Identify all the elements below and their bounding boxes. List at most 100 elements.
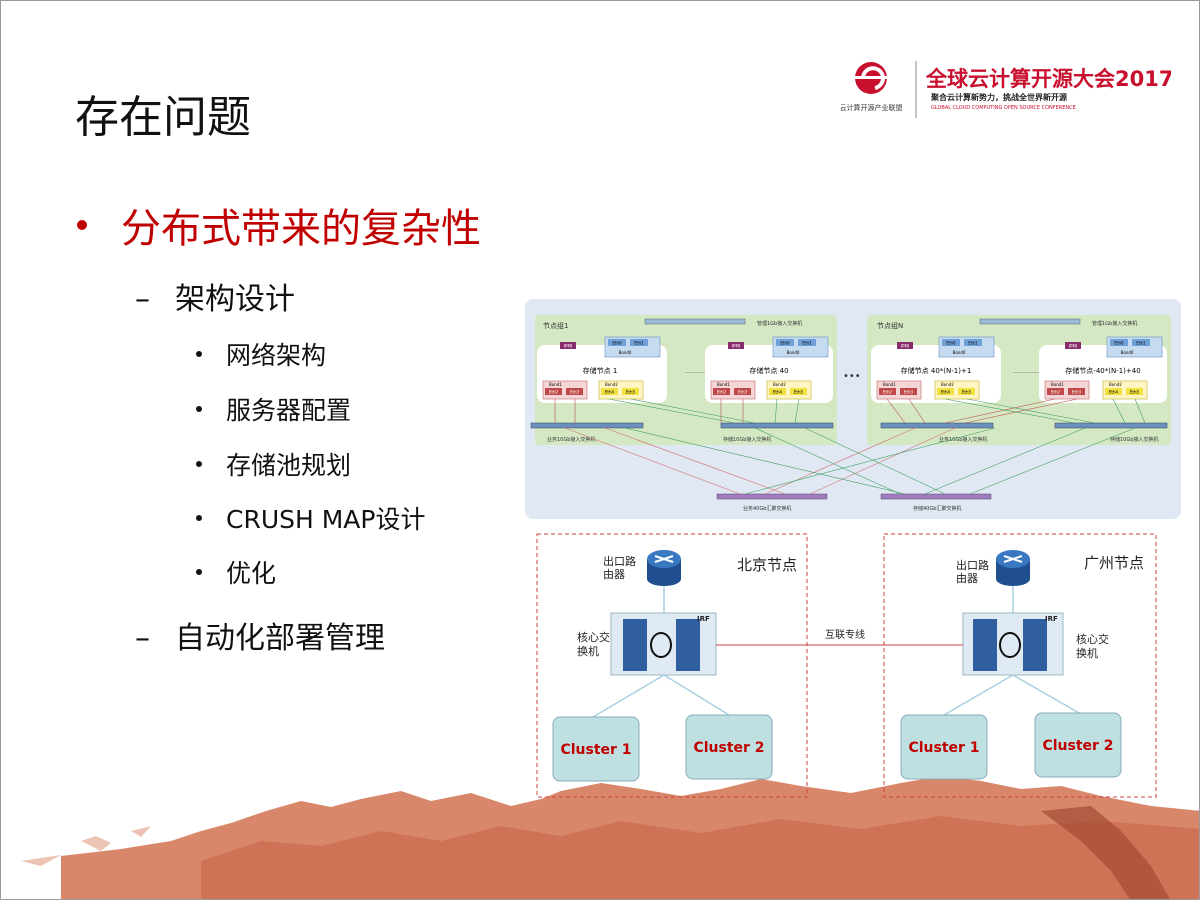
beijing-site-box [536, 533, 808, 798]
router-icon [647, 550, 681, 586]
business-access-switch-icon [530, 422, 644, 429]
svg-text:Bond0: Bond0 [787, 350, 800, 355]
core-switch-icon: IRF [962, 612, 1064, 676]
business-aggregation-switch-label: 业务40Gb汇聚交换机 [743, 505, 791, 512]
conference-title: 全球云计算开源大会2017 [925, 67, 1171, 91]
svg-text:Eth2: Eth2 [883, 390, 893, 395]
svg-text:存储节点 40: 存储节点 40 [749, 366, 788, 375]
storage-aggregation-switch-icon [880, 493, 992, 500]
svg-text:存储节点 40*(N-1)+1: 存储节点 40*(N-1)+1 [901, 366, 972, 375]
router-label: 出口路 [956, 558, 989, 572]
subsub-bullet: 优化 [196, 554, 276, 590]
svg-text:IPMI: IPMI [901, 344, 909, 349]
router-label: 出口路 [603, 554, 636, 568]
svg-text:IPMI: IPMI [1069, 344, 1077, 349]
svg-text:Eth3: Eth3 [570, 390, 580, 395]
cluster-box: Cluster 1 [900, 714, 988, 780]
subsub-text: 网络架构 [226, 341, 327, 370]
svg-text:Eth0: Eth0 [612, 341, 622, 346]
subsub-bullet: CRUSH MAP设计 [196, 500, 426, 536]
svg-text:Bond2: Bond2 [773, 382, 786, 387]
svg-text:Eth0: Eth0 [1114, 341, 1124, 346]
sub-bullet-architecture: –架构设计 [135, 282, 295, 317]
svg-text:Eth4: Eth4 [605, 390, 615, 395]
svg-text:Bond1: Bond1 [883, 382, 896, 387]
svg-text:Bond0: Bond0 [1121, 350, 1134, 355]
svg-text:Cluster 1: Cluster 1 [560, 742, 631, 758]
router-label: 由器 [956, 571, 978, 585]
svg-text:Eth0: Eth0 [946, 341, 956, 346]
svg-text:Bond2: Bond2 [941, 382, 954, 387]
storage-node: IPMI Eth0 Eth1 Bond0 存储节点 1 Bond1 Eth2 E… [537, 336, 667, 403]
svg-text:Eth1: Eth1 [634, 341, 644, 346]
sub-bullet-text: 架构设计 [175, 282, 295, 317]
cluster-network-diagram: 节点组1 节点组N 管理1Gb接入交换机 管理1Gb接入交换机 IPMI Eth… [525, 299, 1181, 519]
svg-text:Eth5: Eth5 [626, 390, 636, 395]
router-label: 由器 [603, 567, 625, 581]
storage-access-switch-icon [720, 422, 834, 429]
svg-text:Bond0: Bond0 [953, 350, 966, 355]
svg-text:Bond2: Bond2 [1109, 382, 1122, 387]
svg-text:Eth5: Eth5 [962, 390, 972, 395]
core-switch-label: 换机 [1076, 646, 1098, 660]
sub-bullet-automation: –自动化部署管理 [135, 621, 385, 656]
subsub-bullet: 存储池规划 [196, 446, 351, 482]
svg-text:IPMI: IPMI [732, 344, 740, 349]
group-n-label: 节点组N [877, 321, 903, 330]
conference-english: GLOBAL CLOUD COMPUTING OPEN SOURCE CONFE… [931, 105, 1076, 111]
svg-text:Bond2: Bond2 [605, 382, 618, 387]
core-switch-label: 换机 [577, 644, 599, 658]
svg-text:Eth1: Eth1 [968, 341, 978, 346]
cluster-box: Cluster 1 [552, 716, 640, 782]
svg-text:Eth4: Eth4 [1109, 390, 1119, 395]
alliance-caption: 云计算开源产业联盟 [841, 103, 903, 112]
svg-text:存储节点 1: 存储节点 1 [583, 366, 618, 375]
svg-text:Bond1: Bond1 [717, 382, 730, 387]
svg-text:Eth0: Eth0 [780, 341, 790, 346]
business-aggregation-switch-icon [716, 493, 828, 500]
svg-text:Eth2: Eth2 [717, 390, 727, 395]
group-1-label: 节点组1 [543, 321, 568, 330]
svg-text:IRF: IRF [1045, 615, 1058, 623]
guangzhou-label: 广州节点 [1084, 554, 1144, 572]
svg-text:IRF: IRF [697, 615, 710, 623]
alliance-logo-icon [851, 62, 891, 94]
svg-text:Bond0: Bond0 [619, 350, 632, 355]
business-access-switch-label: 业务10Gb接入交换机 [547, 436, 595, 443]
svg-text:Cluster 2: Cluster 2 [693, 740, 764, 756]
main-bullet-text: 分布式带来的复杂性 [121, 206, 481, 252]
subsub-text: 优化 [226, 559, 277, 588]
subsub-bullet: 服务器配置 [196, 391, 351, 427]
router-icon [996, 550, 1030, 586]
subsub-text: 服务器配置 [226, 396, 352, 425]
svg-text:Eth4: Eth4 [941, 390, 951, 395]
business-access-switch-icon [880, 422, 994, 429]
storage-access-switch-label: 存储10Gb接入交换机 [1110, 436, 1158, 443]
svg-text:Eth1: Eth1 [1136, 341, 1146, 346]
main-bullet: 分布式带来的复杂性 [75, 196, 481, 254]
guangzhou-site-box [883, 533, 1157, 798]
site-topology-diagram: 北京节点 广州节点 出口路 由器 出口路 由器 IRF 核心交 [536, 533, 1157, 798]
svg-text:Eth3: Eth3 [904, 390, 914, 395]
core-switch-label: 核心交 [577, 630, 610, 644]
conference-subtitle: 聚合云计算新势力，挑战全世界新开源 [930, 92, 1067, 102]
core-switch-icon: IRF [610, 612, 717, 676]
svg-text:Eth5: Eth5 [794, 390, 804, 395]
interconnect-label: 互联专线 [825, 628, 865, 641]
storage-node: IPMI Eth0 Eth1 Bond0 存储节点 40 Bond1 Eth2 … [705, 336, 833, 403]
core-switch-label: 核心交 [1076, 632, 1109, 646]
svg-text:Bond1: Bond1 [549, 382, 562, 387]
storage-access-switch-icon [1054, 422, 1168, 429]
svg-text:Eth5: Eth5 [1130, 390, 1140, 395]
conference-logo: 云计算开源产业联盟 全球云计算开源大会2017 聚合云计算新势力，挑战全世界新开… [841, 61, 1171, 118]
svg-text:Eth4: Eth4 [773, 390, 783, 395]
cluster-box: Cluster 2 [685, 714, 773, 780]
svg-text:Eth2: Eth2 [1051, 390, 1061, 395]
svg-text:存储节点-40*(N-1)+40: 存储节点-40*(N-1)+40 [1065, 366, 1140, 375]
svg-text:Eth1: Eth1 [802, 341, 812, 346]
storage-access-switch-label: 存储10Gb接入交换机 [723, 436, 771, 443]
bullet-dot [77, 220, 87, 230]
svg-text:Eth2: Eth2 [549, 390, 559, 395]
storage-node: IPMI Eth0 Eth1 Bond0 存储节点-40*(N-1)+40 Bo… [1039, 336, 1167, 403]
